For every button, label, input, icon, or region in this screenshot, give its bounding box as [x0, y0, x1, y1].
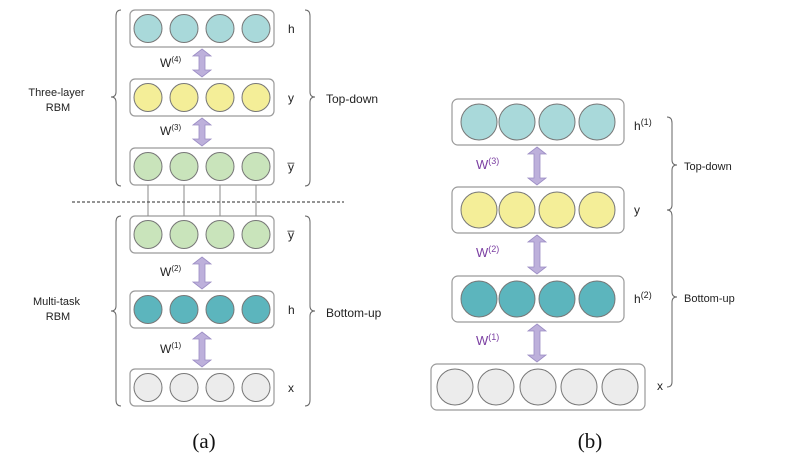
unit-b-h2-4 [578, 280, 616, 318]
unit-ybar_bottom-3 [205, 220, 235, 249]
weight-label-w1: W(1) [160, 341, 181, 356]
weight-label-w3: W(3) [160, 123, 181, 138]
layer-label-y: y [288, 91, 294, 105]
panel-a-arrows [191, 48, 213, 368]
direction-label-b-top-down: Top-down [684, 161, 732, 173]
panel-b-units [436, 103, 639, 406]
left-brace-bottom [110, 215, 122, 407]
unit-b-x-5 [601, 368, 639, 406]
right-brace-b-bottom [666, 209, 678, 388]
layer-box-ybar-bottom [129, 215, 275, 254]
unit-ybar_bottom-1 [133, 220, 163, 249]
layer-label-h1: h(1) [634, 117, 652, 133]
layer-label-h2: h(2) [634, 290, 652, 306]
unit-x-1 [133, 373, 163, 402]
weight-label-w2: W(2) [160, 264, 181, 279]
caption-a: (a) [192, 429, 215, 453]
layer-label-ybar-top: y̅ [287, 160, 295, 174]
panel-b: W(3) W(2) W(1) h(1) y h(2) x Top-down Bo… [430, 98, 735, 453]
unit-b-h1-3 [538, 103, 576, 141]
layer-label-ybar-bottom: y̅ [287, 228, 295, 242]
unit-b-h2-1 [460, 280, 498, 318]
layer-label-x: x [288, 381, 294, 395]
weight-label-b-w2: W(2) [476, 244, 499, 260]
unit-h-4 [241, 14, 271, 43]
unit-b-y-2 [498, 191, 536, 229]
panel-a: W(4) W(3) W(2) W(1) h y y̅ y̅ h x Three-… [28, 9, 382, 453]
layer-label-h: h [288, 22, 295, 36]
arrow-b-w2 [526, 234, 548, 275]
unit-x-3 [205, 373, 235, 402]
arrow-b-w3 [526, 146, 548, 186]
unit-y-1 [133, 83, 163, 112]
layer-box-h1 [451, 98, 625, 146]
arrow-w1 [191, 331, 213, 368]
unit-h_mid-1 [133, 295, 163, 324]
arrow-w2 [191, 256, 213, 290]
unit-b-x-4 [560, 368, 598, 406]
direction-label-bottom-up: Bottom-up [326, 306, 382, 320]
unit-y-2 [169, 83, 199, 112]
unit-ybar_bottom-2 [169, 220, 199, 249]
layer-box-h-mid [129, 290, 275, 329]
unit-b-h1-2 [498, 103, 536, 141]
group-label-three-layer-rbm: Three-layer RBM [28, 87, 87, 114]
unit-h_mid-3 [205, 295, 235, 324]
unit-ybar_top-2 [169, 152, 199, 181]
right-brace-b-top [666, 116, 678, 211]
layer-box-y-b [451, 186, 625, 234]
weight-label-b-w3: W(3) [476, 156, 499, 172]
panel-a-units [133, 14, 271, 402]
ybar-connections [147, 185, 257, 216]
unit-b-h1-4 [578, 103, 616, 141]
unit-y-3 [205, 83, 235, 112]
unit-x-2 [169, 373, 199, 402]
unit-y-4 [241, 83, 271, 112]
layer-box-h [129, 9, 275, 48]
unit-b-h2-2 [498, 280, 536, 318]
unit-h_mid-2 [169, 295, 199, 324]
unit-b-x-3 [519, 368, 557, 406]
arrow-w3 [191, 117, 213, 147]
unit-b-y-4 [578, 191, 616, 229]
unit-ybar_top-4 [241, 152, 271, 181]
layer-label-x-b: x [657, 379, 663, 393]
left-brace-top [110, 9, 122, 187]
layer-label-y-b: y [634, 203, 640, 217]
weight-label-b-w1: W(1) [476, 332, 499, 348]
layer-box-y [129, 78, 275, 117]
direction-label-top-down: Top-down [326, 92, 378, 106]
unit-b-h2-3 [538, 280, 576, 318]
layer-box-h2 [451, 275, 625, 323]
weight-label-w4: W(4) [160, 55, 181, 70]
unit-ybar_top-1 [133, 152, 163, 181]
direction-label-b-bottom-up: Bottom-up [684, 293, 735, 305]
unit-ybar_top-3 [205, 152, 235, 181]
layer-label-h-mid: h [288, 303, 295, 317]
layer-box-x [129, 368, 275, 407]
layer-box-ybar-top [129, 147, 275, 186]
unit-b-x-2 [477, 368, 515, 406]
arrow-b-w1 [526, 323, 548, 363]
group-label-multi-task-rbm: Multi-task RBM [33, 296, 83, 323]
unit-ybar_bottom-4 [241, 220, 271, 249]
unit-h_mid-4 [241, 295, 271, 324]
unit-b-y-1 [460, 191, 498, 229]
arrow-w4 [191, 48, 213, 78]
unit-h-2 [169, 14, 199, 43]
unit-b-h1-1 [460, 103, 498, 141]
unit-h-1 [133, 14, 163, 43]
caption-b: (b) [578, 429, 603, 453]
unit-b-x-1 [436, 368, 474, 406]
unit-b-y-3 [538, 191, 576, 229]
panel-b-arrows [526, 146, 548, 363]
unit-x-4 [241, 373, 271, 402]
right-brace-top [304, 9, 316, 187]
unit-h-3 [205, 14, 235, 43]
right-brace-bottom [304, 215, 316, 407]
